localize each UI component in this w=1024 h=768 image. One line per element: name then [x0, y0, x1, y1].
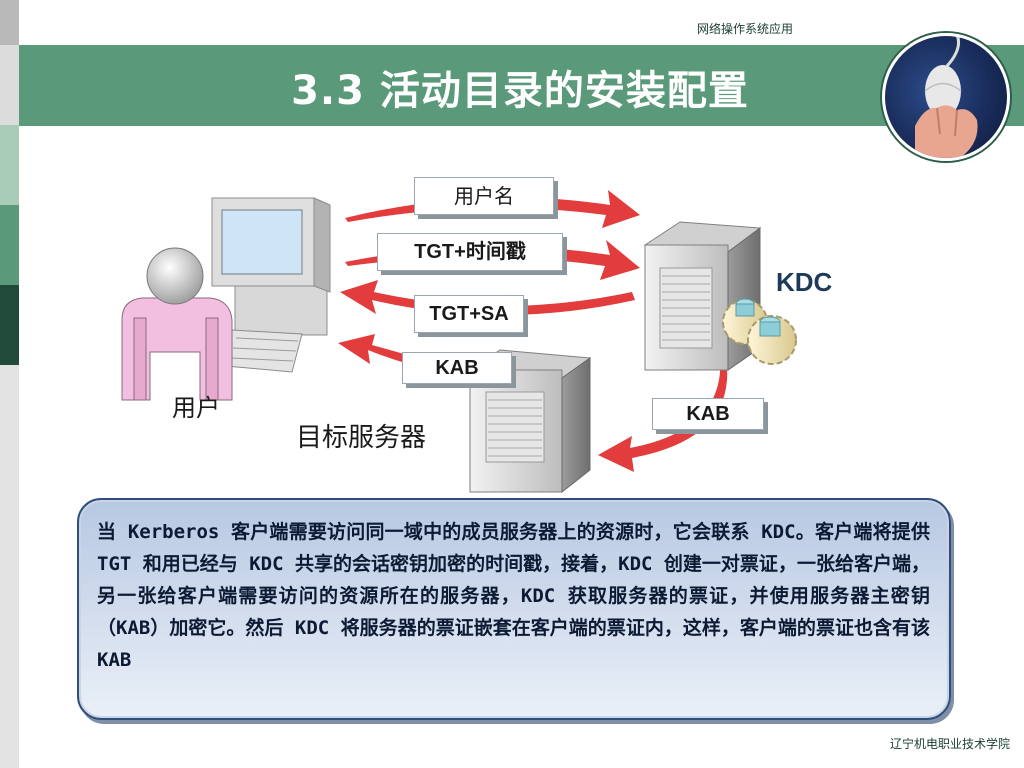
message-tgt-sa: TGT+SA — [414, 295, 524, 333]
message-kab-server: KAB — [652, 398, 764, 430]
arrow-tgt-sa — [340, 280, 635, 315]
target-server-icon — [468, 349, 592, 494]
arrow-tgt-timestamp — [345, 240, 640, 280]
message-username: 用户名 — [414, 177, 554, 215]
description-box — [77, 498, 951, 720]
side-strip-4 — [0, 205, 19, 285]
gear-icon — [722, 298, 797, 365]
footer-school: 辽宁机电职业技术学院 — [889, 737, 1010, 751]
side-strip-1 — [0, 0, 19, 45]
arrow-kab-server — [598, 358, 728, 472]
arrow-username — [345, 190, 640, 228]
side-strip-6 — [0, 365, 19, 768]
message-kab-user: KAB — [402, 352, 512, 384]
course-header: 网络操作系统应用 — [696, 22, 793, 36]
user-label: 用户 — [172, 394, 220, 422]
target-server-label: 目标服务器 — [296, 423, 427, 453]
user-computer-icon — [211, 197, 331, 373]
title-band — [19, 45, 1024, 126]
page-title: 3.3 活动目录的安装配置 — [291, 68, 749, 114]
description-text: 当 Kerberos 客户端需要访问同一域中的成员服务器上的资源时，它会联系 K… — [97, 521, 930, 671]
side-strip-3 — [0, 125, 19, 205]
hand-mouse-image — [915, 36, 978, 158]
kdc-server-icon — [643, 221, 762, 371]
arrow-kab-user — [338, 334, 404, 364]
side-strip-2 — [0, 45, 19, 125]
kdc-label: KDC — [776, 267, 833, 297]
user-person-icon — [121, 247, 233, 401]
side-strip-5 — [0, 285, 19, 365]
message-tgt-timestamp: TGT+时间戳 — [377, 233, 563, 271]
mouse-photo — [882, 33, 1010, 161]
